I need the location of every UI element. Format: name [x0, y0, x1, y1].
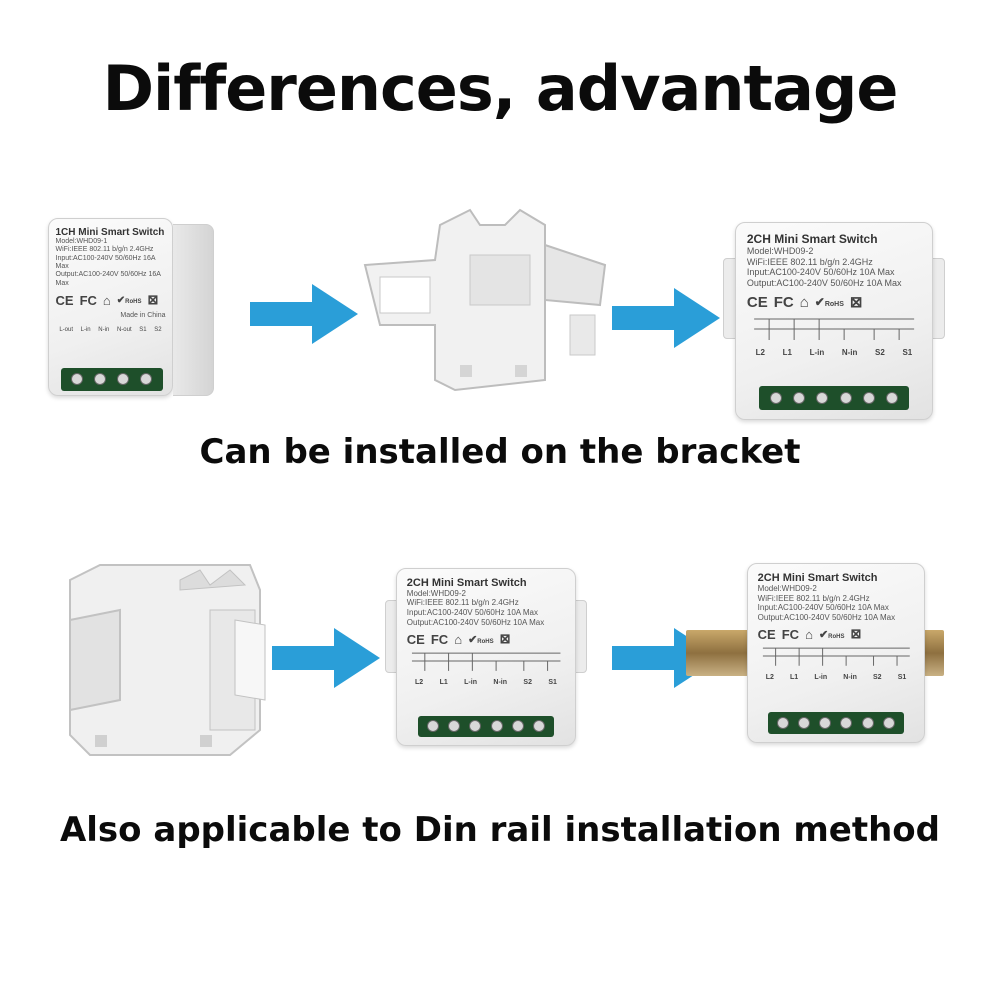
check-icon: ✔RoHS [818, 628, 845, 641]
input-text: Input:AC100-240V 50/60Hz 10A Max [746, 267, 895, 278]
input-text: Input:AC100-240V 50/60Hz 10A Max [406, 608, 538, 618]
2ch-switch-module: 2CH Mini Smart Switch Model:WHD09-2 WiFi… [747, 563, 925, 743]
check-icon: ✔RoHS [468, 633, 494, 646]
made-in-text: Made in China [120, 312, 166, 320]
home-icon: ⌂ [805, 626, 813, 642]
terminal-block [417, 715, 555, 738]
terminal-block [768, 712, 904, 734]
model-text: Model:WHD09-2 [406, 588, 466, 598]
fc-mark: FC [781, 626, 800, 642]
2ch-switch-module: 2CH Mini Smart Switch Model:WHD09-2 WiFi… [723, 222, 945, 420]
module-title: 2CH Mini Smart Switch [757, 572, 878, 584]
model-text: Model:WHD09-2 [746, 245, 814, 256]
terminal-label: N-in [493, 679, 507, 687]
wifi-text: WiFi:IEEE 802.11 b/g/n 2.4GHz [55, 246, 154, 254]
terminal-label: N-in [843, 674, 857, 682]
terminal-label: L-in [814, 674, 828, 682]
ce-mark: CE [757, 626, 776, 642]
1ch-switch-module: 1CH Mini Smart Switch Model:WHD09-1 WiFi… [48, 218, 214, 396]
terminal-label: L1 [439, 679, 448, 687]
home-icon: ⌂ [454, 631, 463, 647]
terminal-label: S1 [139, 326, 147, 333]
input-text: Input:AC100-240V 50/60Hz 10A Max [757, 603, 889, 613]
output-text: Output:AC100-240V 50/60Hz 16A Max [55, 271, 161, 287]
caption-bracket: Can be installed on the bracket [199, 432, 801, 472]
2ch-switch-module: 2CH Mini Smart Switch Model:WHD09-2 WiFi… [385, 568, 587, 746]
check-icon: ✔RoHS [814, 295, 844, 310]
ce-mark: CE [55, 292, 74, 308]
terminal-label: N-in [841, 348, 858, 358]
terminal-label: S2 [523, 679, 532, 687]
fc-mark: FC [79, 292, 97, 308]
wiring-diagram [411, 652, 561, 672]
terminal-label: S1 [902, 348, 913, 358]
arrow-right-icon [250, 284, 358, 344]
fc-mark: FC [773, 293, 794, 311]
weee-bin-icon: ⊠ [849, 294, 863, 312]
terminal-label: S2 [154, 326, 162, 333]
terminal-label: L1 [790, 674, 799, 682]
output-text: Output:AC100-240V 50/60Hz 10A Max [757, 612, 896, 622]
terminal-block [60, 367, 163, 391]
home-icon: ⌂ [102, 292, 111, 308]
module-title: 1CH Mini Smart Switch [55, 226, 165, 238]
arrow-right-icon [272, 628, 380, 688]
wifi-text: WiFi:IEEE 802.11 b/g/n 2.4GHz [757, 593, 870, 603]
terminal-block [758, 386, 910, 411]
input-text: Input:AC100-240V 50/60Hz 16A Max [55, 254, 156, 271]
ce-mark: CE [406, 631, 425, 647]
terminal-label: L-in [464, 679, 477, 687]
terminal-label: L2 [765, 674, 774, 682]
terminal-label: L-out [59, 326, 73, 333]
terminal-label: L1 [782, 348, 792, 358]
model-text: Model:WHD09-1 [55, 237, 108, 245]
wifi-text: WiFi:IEEE 802.11 b/g/n 2.4GHz [406, 598, 519, 608]
terminal-label: S2 [875, 348, 885, 358]
terminal-label: S1 [897, 674, 907, 682]
wiring-diagram [754, 318, 914, 341]
module-title: 2CH Mini Smart Switch [746, 231, 878, 246]
wifi-text: WiFi:IEEE 802.11 b/g/n 2.4GHz [746, 256, 873, 267]
terminal-label: N-in [98, 326, 110, 333]
caption-din-rail: Also applicable to Din rail installation… [59, 810, 941, 850]
weee-bin-icon: ⊠ [499, 631, 511, 647]
terminal-label: N-out [116, 326, 132, 333]
mounting-bracket [363, 208, 607, 392]
ce-mark: CE [746, 293, 768, 311]
output-text: Output:AC100-240V 50/60Hz 10A Max [406, 617, 545, 627]
check-icon: ✔RoHS [116, 294, 142, 306]
arrow-right-icon [612, 288, 720, 348]
terminal-label: S2 [873, 674, 882, 682]
weee-bin-icon: ⊠ [850, 626, 862, 642]
fc-mark: FC [430, 631, 449, 647]
page-title: Differences, advantage [102, 52, 899, 125]
terminal-label: L2 [415, 679, 424, 687]
output-text: Output:AC100-240V 50/60Hz 10A Max [746, 278, 902, 289]
module-title: 2CH Mini Smart Switch [406, 576, 527, 589]
terminal-label: L2 [755, 348, 766, 358]
home-icon: ⌂ [799, 293, 809, 311]
din-rail-bracket [69, 564, 266, 756]
model-text: Model:WHD09-2 [757, 584, 817, 593]
wiring-diagram [762, 648, 910, 667]
terminal-label: S1 [548, 679, 557, 687]
terminal-label: L-in [80, 326, 91, 333]
weee-bin-icon: ⊠ [147, 292, 159, 308]
terminal-label: L-in [809, 348, 825, 358]
